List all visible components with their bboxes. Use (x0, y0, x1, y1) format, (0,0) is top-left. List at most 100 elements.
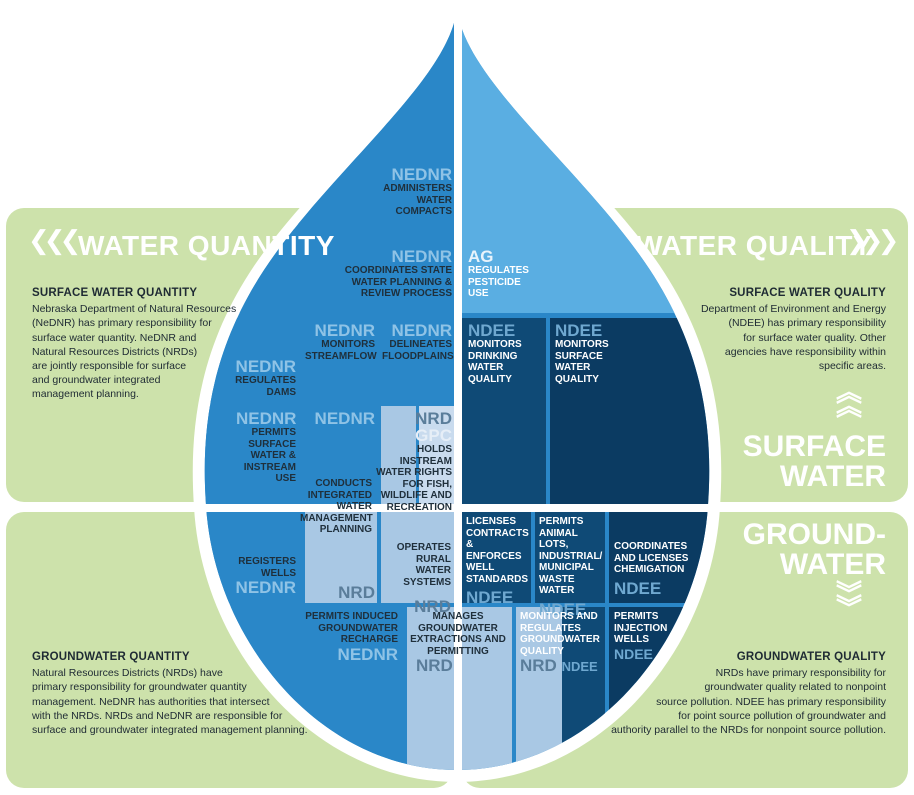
cell-integrated-bottom: NRD (305, 584, 375, 601)
cell-drinking: NDEE MONITORS DRINKING WATER QUALITY (468, 322, 544, 385)
ground-label-line2: WATER (779, 548, 886, 581)
chevron-right-icon: ❯❯❯ (846, 226, 899, 256)
cell-line: MONITORS AND (520, 611, 598, 622)
surface-quantity-line: Natural Resources Districts (NRDs) (32, 345, 198, 358)
agency-nednr: NeDNR (391, 247, 452, 266)
cell-line: WILDLIFE AND (380, 490, 452, 501)
agency-ndee: NDEE (468, 321, 516, 340)
ground-quantity-panel: GROUNDWATER QUANTITY Natural Resources D… (32, 650, 312, 737)
cell-surface-wq: NDEE MONITORS SURFACE WATER QUALITY (555, 322, 631, 385)
agency-nednr: NeDNR (235, 357, 296, 376)
agency-ndee: NDEE (539, 599, 587, 619)
ground-quality-line: NRDs have primary responsibility for (715, 667, 886, 680)
cell-line: WELL (466, 562, 495, 573)
cell-line: RURAL WATER (415, 553, 451, 577)
surface-quality-line: Department of Environment and Energy (700, 303, 886, 316)
cell-line: MANAGEMENT (300, 512, 373, 524)
cell-line: PERMITS (251, 427, 296, 438)
cell-animal: PERMITS ANIMAL LOTS, INDUSTRIAL/ MUNICIP… (539, 516, 605, 618)
agency-ndee: NDEE (466, 588, 514, 607)
cell-line: PESTICIDE (468, 276, 521, 288)
cell-line: QUALITY (520, 645, 564, 657)
cell-line: QUALITY (468, 373, 512, 385)
ground-quality-panel: GROUNDWATER QUALITY NRDs have primary re… (606, 650, 886, 737)
cell-line: CONDUCTS (315, 478, 372, 489)
cell-line: FOR FISH, (402, 478, 452, 490)
agency-nednr: NeDNR (235, 578, 296, 597)
ground-quality-line: source pollution. NDEE has primary respo… (656, 695, 886, 708)
agency-nednr: NeDNR (236, 409, 297, 428)
cell-line: WATER PLANNING & (351, 276, 452, 288)
cell-line: QUALITY (555, 373, 599, 385)
agency-nrd: NRD (416, 656, 453, 675)
surface-label-line2: WATER (779, 460, 886, 493)
agency-nednr: NeDNR (314, 409, 375, 428)
agency-nrd: NRD (338, 583, 375, 602)
chevron-up-icon: ︽︽ (836, 378, 863, 422)
cell-line: USE (275, 473, 296, 484)
surface-quality-line: for surface water quality. Other (743, 331, 886, 344)
cell-line: GROUNDWATER RECHARGE (318, 622, 398, 646)
cell-line: COORDINATES STATE (344, 265, 452, 276)
surface-quantity-line: are jointly responsible for surface (32, 360, 187, 373)
chevron-down-icon: ︾︾ (836, 580, 863, 624)
cell-line: RECREATION (386, 501, 452, 513)
surface-quality-line: (NDEE) has primary responsibility (728, 317, 886, 330)
agency-ndee: NDEE (614, 645, 653, 662)
cell-line: WATER (555, 362, 591, 373)
agency-nednr: NeDNR (314, 321, 375, 340)
surface-quantity-panel: SURFACE WATER QUANTITY Nebraska Departme… (32, 286, 242, 402)
agency-ndee: NDEE (561, 659, 598, 674)
agency-gpc: GPC (415, 426, 452, 445)
ground-quantity-line: with the NRDs. NRDs and NeDNR are respon… (32, 709, 283, 722)
surface-quantity-line: and groundwater integrated (32, 374, 161, 387)
groundwater-label: GROUND- WATER (740, 520, 886, 580)
cell-line: WATER (336, 501, 372, 512)
cell-line: SURFACE (248, 438, 296, 450)
agency-ndee: NDEE (614, 578, 662, 598)
cell-line: DRINKING (468, 350, 518, 362)
cell-line: MANAGES (432, 611, 484, 622)
cell-line: INDUSTRIAL/ (539, 550, 603, 562)
cell-line: OPERATES (396, 542, 451, 553)
cell-dams: NeDNR REGULATES DAMS (232, 358, 296, 398)
cell-compacts: NeDNR ADMINISTERS WATER COMPACTS (360, 166, 452, 218)
cell-line: DAMS (266, 386, 296, 398)
cell-line: REVIEW PROCESS (360, 288, 452, 299)
ground-quantity-line: Natural Resources Districts (NRDs) have (32, 667, 223, 680)
cell-chemigation: COORDINATES AND LICENSES CHEMIGATION NDE… (614, 541, 694, 597)
cell-instream: NRD GPC HOLDS INSTREAM WATER RIGHTS FOR … (374, 410, 452, 513)
agency-nrd: NRD (414, 597, 451, 616)
ground-label-line1: GROUND- (742, 518, 886, 551)
surface-water-label: SURFACE WATER (740, 432, 886, 492)
cell-line: PLANNING (319, 524, 372, 535)
cell-planning: NeDNR COORDINATES STATE WATER PLANNING &… (320, 248, 452, 300)
ground-quantity-heading: GROUNDWATER QUANTITY (32, 651, 190, 663)
cell-recharge: PERMITS INDUCED GROUNDWATER RECHARGE NeD… (264, 611, 398, 663)
ground-quality-line: groundwater quality related to nonpoint (704, 681, 886, 694)
cell-line: CONTRACTS & (466, 527, 529, 551)
agency-pair: NRD NDEE (520, 657, 604, 675)
cell-line: FLOODPLAINS (382, 350, 454, 362)
cell-line: GROUNDWATER (520, 634, 600, 645)
surface-quantity-line: (NeDNR) has primary responsibility for (32, 317, 212, 330)
vertical-divider (454, 0, 462, 795)
cell-line: HOLDS (417, 444, 452, 455)
cell-line: INSTREAM (399, 455, 452, 467)
agency-pair: NRD GPC (374, 410, 452, 444)
cell-line: EXTRACTIONS AND (410, 634, 506, 645)
cell-line: CHEMIGATION (614, 564, 685, 575)
cell-line: ENFORCES (466, 550, 522, 562)
surface-quantity-line: Nebraska Department of Natural Resources (32, 303, 237, 316)
cell-line: PERMITS (539, 516, 584, 527)
cell-line: AND LICENSES (614, 552, 689, 564)
cell-line: STANDARDS (466, 573, 529, 585)
cell-line: INJECTION (614, 622, 668, 634)
cell-line: ANIMAL LOTS, (539, 527, 578, 551)
cell-floodplains: NeDNR DELINEATES FLOODPLAINS (382, 322, 454, 362)
ground-quality-heading: GROUNDWATER QUALITY (736, 651, 886, 663)
surface-label-line1: SURFACE (742, 430, 886, 463)
cell-line: COMPACTS (395, 206, 452, 217)
cell-line: MONITORS (555, 339, 609, 350)
cell-line: COORDINATES (614, 541, 688, 552)
